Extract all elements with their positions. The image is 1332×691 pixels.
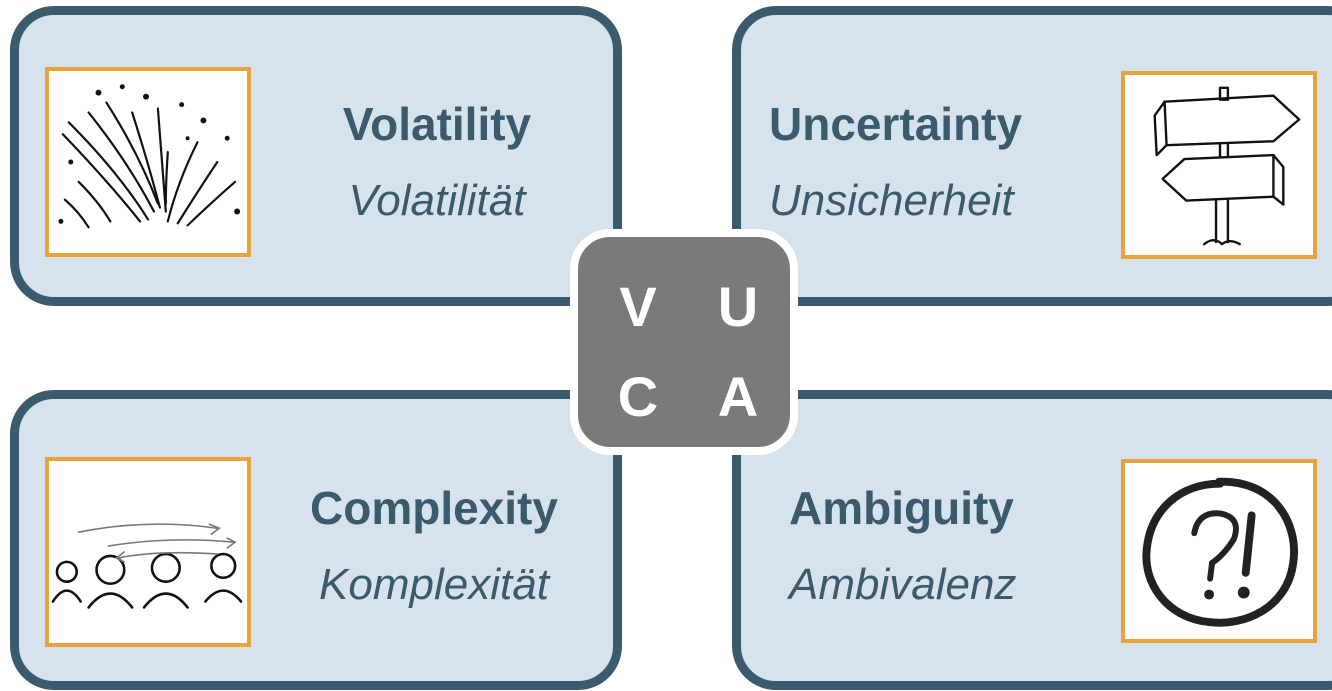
hub-letter-v: V <box>619 275 657 338</box>
volatility-picture <box>45 67 251 257</box>
complexity-card: Complexity Komplexität <box>10 390 622 690</box>
fireworks-sketch-icon <box>58 84 241 229</box>
ambiguity-title: Ambiguity <box>789 482 1014 534</box>
hub-letter-a: A <box>717 365 759 428</box>
uncertainty-picture <box>1121 71 1317 259</box>
ambiguity-subtitle: Ambivalenz <box>789 560 1017 609</box>
people-network-sketch-icon <box>51 523 243 609</box>
volatility-subtitle: Volatilität <box>348 176 526 225</box>
complexity-title: Complexity <box>310 482 558 534</box>
uncertainty-text: Uncertainty Unsicherheit <box>769 95 1109 229</box>
uncertainty-subtitle: Unsicherheit <box>769 176 1014 225</box>
uncertainty-title: Uncertainty <box>769 98 1023 150</box>
uncertainty-card: Uncertainty Unsicherheit <box>732 6 1332 306</box>
vuca-hub: V U C A <box>570 229 798 455</box>
ambiguity-picture <box>1121 459 1317 643</box>
volatility-title: Volatility <box>342 98 532 150</box>
complexity-picture <box>45 457 251 647</box>
volatility-text: Volatility Volatilität <box>287 95 587 229</box>
complexity-subtitle: Komplexität <box>319 560 549 609</box>
ambiguity-text: Ambiguity Ambivalenz <box>789 479 1109 613</box>
volatility-card: Volatility Volatilität <box>10 6 622 306</box>
ambiguity-card: Ambiguity Ambivalenz <box>732 390 1332 690</box>
question-exclamation-circle-icon <box>1142 477 1298 627</box>
signpost-sketch-icon <box>1153 86 1301 246</box>
complexity-text: Complexity Komplexität <box>259 479 609 613</box>
hub-letter-u: U <box>717 275 759 338</box>
hub-letter-c: C <box>617 365 659 428</box>
